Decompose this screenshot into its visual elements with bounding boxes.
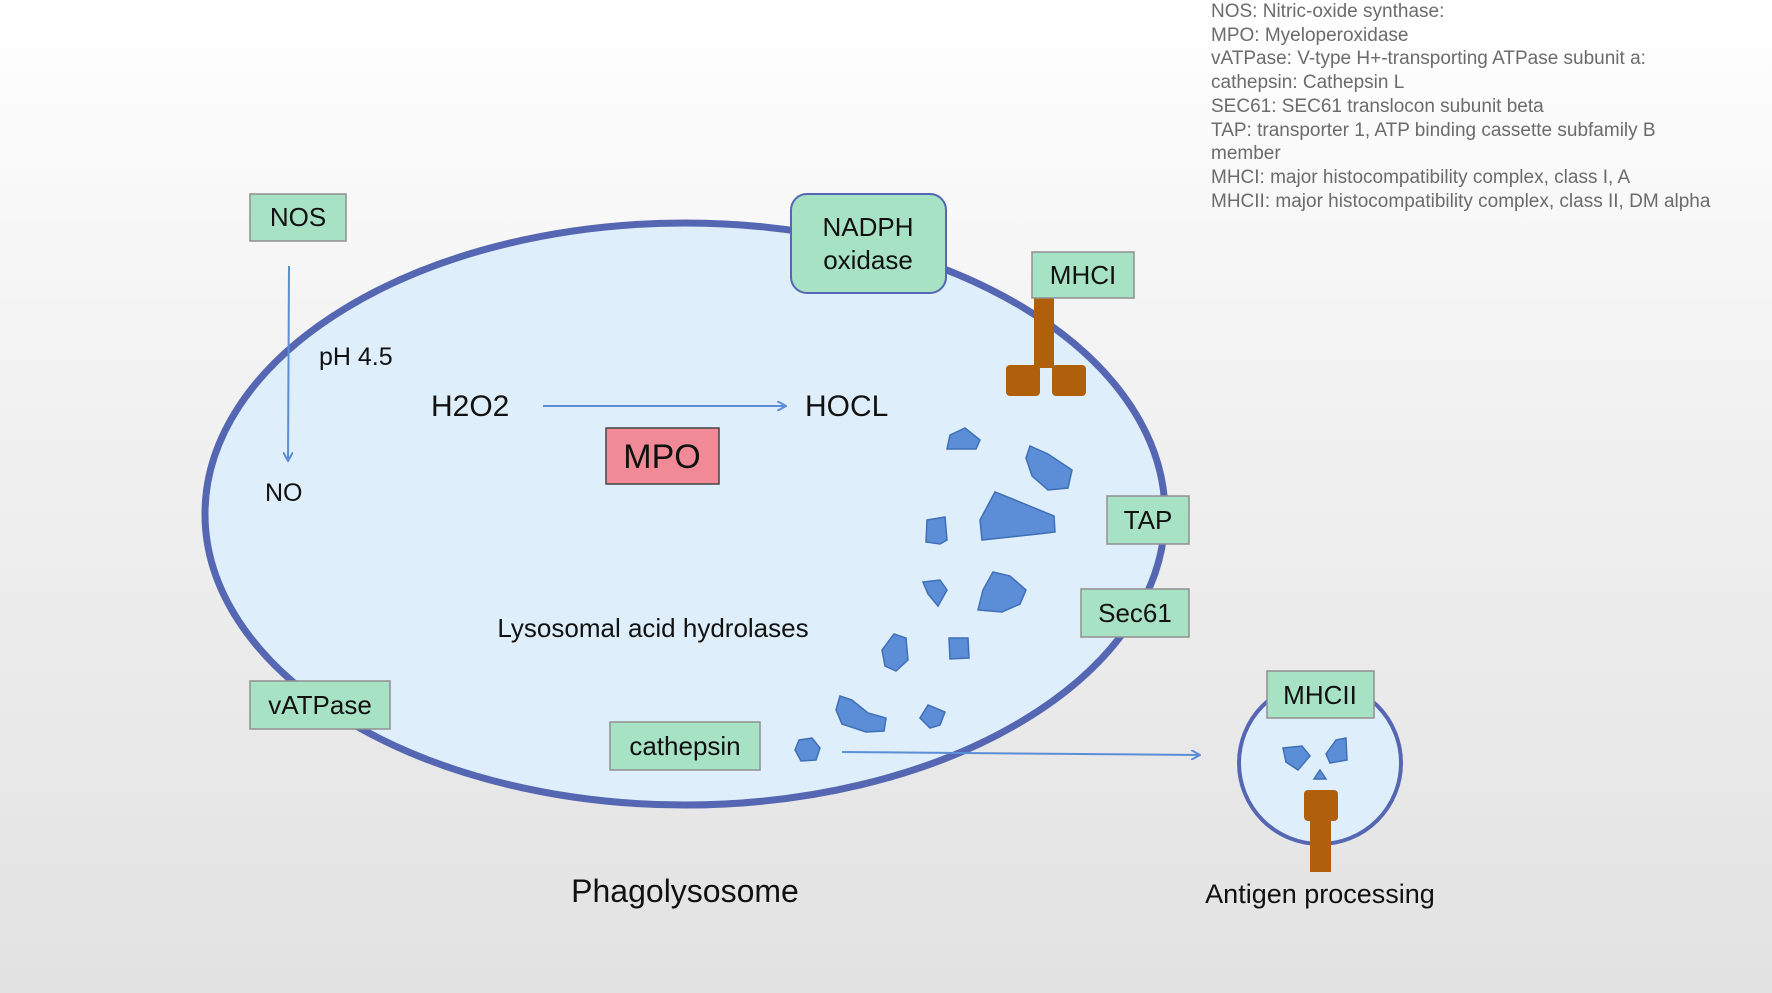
- to-antigen-processing-arrow: [841, 752, 1199, 755]
- legend-item-tap: TAP: transporter 1, ATP binding cassette…: [1211, 119, 1656, 141]
- protein-fragment: [1282, 745, 1311, 771]
- mpo-box: [605, 427, 720, 485]
- legend-item-nos: NOS: Nitric-oxide synthase:: [1211, 1, 1445, 22]
- legend-item-cathepsin: cathepsin: Cathepsin L: [1211, 72, 1405, 94]
- mhci-molecule: [1006, 298, 1086, 396]
- protein-fragment: [921, 579, 948, 608]
- legend-item-mhcii: MHCII: major histocompatibility complex,…: [1211, 190, 1711, 212]
- tap-label: TAP: [1124, 505, 1173, 535]
- antigen-processing-title: Antigen processing: [1205, 879, 1435, 909]
- hydrolases-label: Lysosomal acid hydrolases: [497, 613, 808, 643]
- ph-label: pH 4.5: [319, 343, 393, 371]
- h2o2-label: H2O2: [431, 390, 509, 423]
- nos-label: NOS: [270, 202, 326, 232]
- protein-fragment: [835, 695, 887, 733]
- legend-item-tap-continued: member: [1211, 143, 1281, 165]
- nadph-oxidase-box: [790, 193, 947, 294]
- legend-item-sec61: SEC61: SEC61 translocon subunit beta: [1211, 95, 1544, 117]
- protein-fragment: [1325, 737, 1348, 764]
- protein-fragment: [1025, 444, 1073, 491]
- abbreviation-legend: NOS: Nitric-oxide synthase: MPO: Myelope…: [1211, 0, 1761, 213]
- protein-fragment: [977, 571, 1027, 613]
- mhcii-label: MHCII: [1283, 680, 1357, 710]
- protein-fragment: [1312, 768, 1328, 780]
- protein-fragment: [919, 704, 946, 729]
- hocl-label: HOCL: [805, 390, 888, 423]
- sec61-label: Sec61: [1098, 598, 1172, 628]
- nadph-label-line1: NADPH: [822, 212, 913, 242]
- legend-item-mhci: MHCI: major histocompatibility complex, …: [1211, 166, 1631, 188]
- mhci-box: [1031, 251, 1135, 299]
- no-label: NO: [265, 479, 303, 507]
- phagolysosome-title: Phagolysosome: [571, 873, 799, 909]
- protein-fragments: [794, 427, 1348, 780]
- nos-to-no-arrow: [288, 265, 289, 460]
- mhci-label: MHCI: [1050, 260, 1116, 290]
- sec61-box: [1080, 588, 1190, 638]
- legend-item-mpo: MPO: Myeloperoxidase: [1211, 24, 1409, 46]
- protein-fragment: [948, 637, 970, 660]
- protein-fragment: [946, 427, 981, 450]
- mhcii-molecule: [1304, 790, 1338, 872]
- cathepsin-label: cathepsin: [629, 731, 740, 761]
- mpo-label: MPO: [623, 438, 700, 476]
- cathepsin-box: [609, 721, 761, 771]
- vatpase-label: vATPase: [268, 690, 372, 720]
- mhcii-box: [1266, 670, 1375, 719]
- protein-fragment: [794, 737, 821, 762]
- protein-fragment: [925, 516, 948, 545]
- legend-item-vatpase: vATPase: V-type H+-transporting ATPase s…: [1211, 48, 1646, 70]
- protein-fragment: [881, 633, 909, 672]
- tap-box: [1106, 495, 1190, 545]
- nadph-label-line2: oxidase: [823, 245, 913, 275]
- nos-box: [249, 193, 347, 242]
- vatpase-box: [249, 680, 391, 730]
- protein-fragment: [979, 491, 1056, 541]
